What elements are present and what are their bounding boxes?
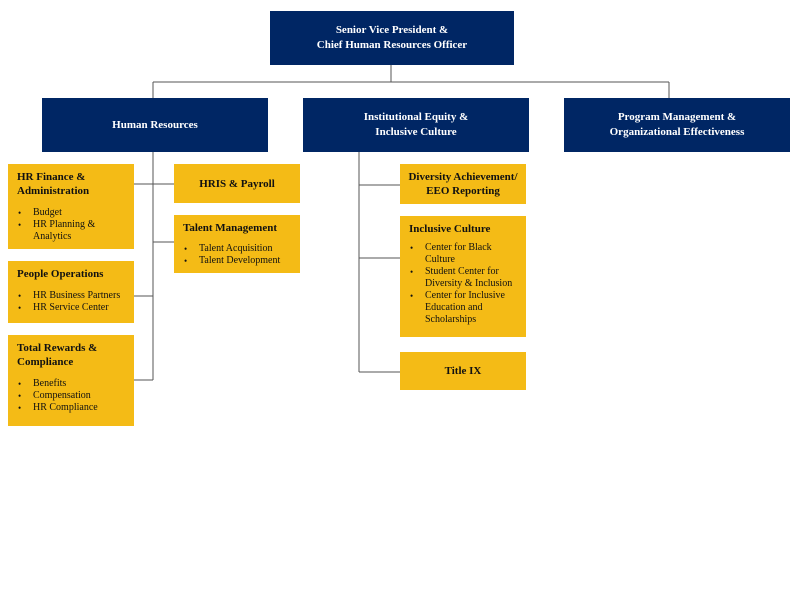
- inclusive-culture-title: Inclusive Culture: [409, 223, 491, 235]
- human-resources-title: Human Resources: [112, 118, 198, 131]
- iec-title-line2: Inclusive Culture: [375, 126, 457, 138]
- inclusive-culture-list: Center for Black Culture Student Center …: [409, 242, 518, 326]
- list-item: Budget: [18, 207, 126, 219]
- pm-title-line1: Program Management &: [617, 111, 737, 123]
- list-item: Benefits: [18, 378, 126, 390]
- list-item: Center for Inclusive: [410, 290, 518, 302]
- people-operations-title: People Operations: [17, 268, 104, 280]
- title-ix-box: Title IX: [400, 352, 526, 390]
- talent-management-box: Talent Management Talent Acquisition Tal…: [174, 215, 300, 273]
- human-resources-box: Human Resources: [42, 98, 268, 152]
- svp-title-line2: Chief Human Resources Officer: [316, 39, 468, 51]
- title-ix-title: Title IX: [444, 365, 482, 377]
- list-item: HR Business Partners: [18, 290, 126, 302]
- people-operations-box: People Operations HR Business Partners H…: [8, 261, 134, 323]
- list-item: Talent Acquisition: [184, 243, 292, 255]
- total-rewards-list: Benefits Compensation HR Compliance: [17, 378, 126, 414]
- program-management-box: Program Management & Organizational Effe…: [564, 98, 790, 152]
- list-item-continued: Culture: [425, 254, 455, 265]
- hr-finance-box: HR Finance & Administration Budget HR Pl…: [8, 164, 134, 249]
- list-item-continued: Education and: [425, 302, 483, 313]
- iec-title-line1: Institutional Equity &: [363, 111, 469, 123]
- institutional-equity-box: Institutional Equity & Inclusive Culture: [303, 98, 529, 152]
- total-rewards-box: Total Rewards & Compliance Benefits Comp…: [8, 335, 134, 426]
- hr-finance-title: HR Finance & Administration: [17, 171, 90, 197]
- diversity-achievement-title: Diversity Achievement/ EEO Reporting: [408, 171, 518, 197]
- list-item-continued: Analytics: [33, 231, 72, 242]
- talent-management-title: Talent Management: [183, 222, 278, 234]
- list-item-continued: Scholarships: [425, 314, 477, 325]
- pm-title-line2: Organizational Effectiveness: [609, 126, 745, 138]
- list-item-continued: Diversity & Inclusion: [425, 278, 513, 289]
- hris-payroll-box: HRIS & Payroll: [174, 164, 300, 203]
- svp-chro-box: Senior Vice President & Chief Human Reso…: [270, 11, 514, 65]
- list-item: Student Center for: [410, 266, 518, 278]
- diversity-achievement-box: Diversity Achievement/ EEO Reporting: [400, 164, 526, 204]
- list-item: HR Compliance: [18, 402, 126, 414]
- list-item: HR Service Center: [18, 302, 126, 314]
- talent-management-list: Talent Acquisition Talent Development: [183, 243, 292, 267]
- hr-finance-list: Budget HR Planning & Analytics: [17, 207, 126, 243]
- svp-title-line1: Senior Vice President &: [335, 24, 449, 36]
- people-operations-list: HR Business Partners HR Service Center: [17, 290, 126, 314]
- list-item: Center for Black: [410, 242, 518, 254]
- list-item: HR Planning &: [18, 219, 126, 231]
- total-rewards-title: Total Rewards & Compliance: [17, 342, 98, 368]
- inclusive-culture-box: Inclusive Culture Center for Black Cultu…: [400, 216, 526, 337]
- hris-payroll-title: HRIS & Payroll: [199, 177, 275, 190]
- list-item: Talent Development: [184, 255, 292, 267]
- list-item: Compensation: [18, 390, 126, 402]
